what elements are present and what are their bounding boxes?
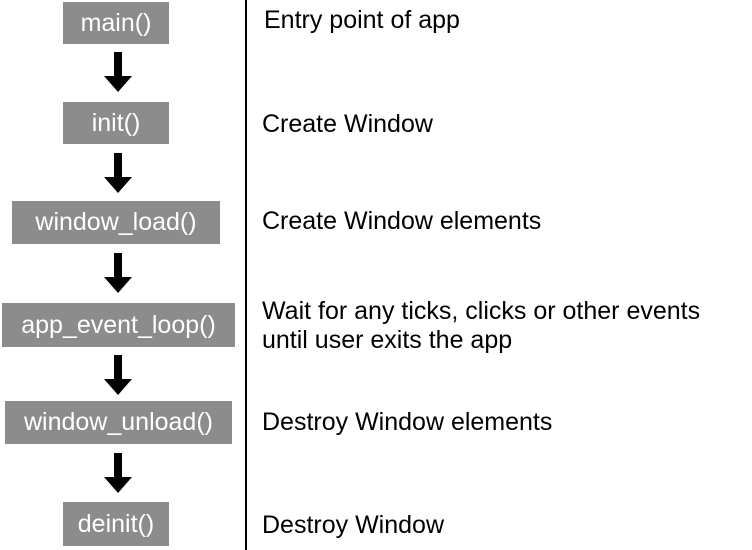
flow-arrow-4: [103, 355, 133, 395]
step-box-init: init(): [63, 102, 169, 144]
step-box-window-unload: window_unload(): [5, 401, 232, 444]
down-arrow-icon: [104, 253, 132, 293]
step-desc-line: Create Window elements: [262, 207, 542, 235]
step-box-main: main(): [63, 2, 169, 44]
step-desc-line: Entry point of app: [264, 6, 460, 34]
down-arrow-icon: [104, 52, 132, 92]
step-desc-line: Destroy Window elements: [262, 408, 553, 436]
step-desc-main: Entry point of app: [264, 6, 460, 35]
flow-arrow-2: [103, 153, 133, 193]
step-box-window-load: window_load(): [12, 201, 220, 244]
column-divider: [245, 0, 247, 550]
step-func-label: init(): [91, 108, 141, 137]
step-desc-deinit: Destroy Window: [262, 511, 444, 540]
down-arrow-icon: [104, 453, 132, 493]
step-desc-init: Create Window: [262, 110, 433, 139]
down-arrow-icon: [104, 153, 132, 193]
step-desc-line: until user exits the app: [262, 326, 513, 354]
step-func-label: main(): [80, 8, 152, 37]
step-desc-window-unload: Destroy Window elements: [262, 408, 552, 437]
flow-arrow-3: [103, 253, 133, 293]
step-func-label: deinit(): [77, 509, 155, 538]
flow-arrow-5: [103, 453, 133, 493]
down-arrow-icon: [104, 355, 132, 395]
step-desc-line: Create Window: [262, 110, 433, 138]
step-desc-line: Destroy Window: [262, 511, 444, 539]
step-desc-window-load: Create Window elements: [262, 207, 541, 236]
step-desc-app-event-loop: Wait for any ticks, clicks or other even…: [262, 297, 700, 355]
flow-arrow-1: [103, 52, 133, 92]
step-box-app-event-loop: app_event_loop(): [2, 303, 235, 347]
step-func-label: window_load(): [35, 208, 197, 236]
step-desc-line: Wait for any ticks, clicks or other even…: [262, 297, 701, 325]
step-func-label: app_event_loop(): [21, 310, 216, 339]
step-box-deinit: deinit(): [63, 502, 169, 546]
step-func-label: window_unload(): [23, 408, 213, 436]
